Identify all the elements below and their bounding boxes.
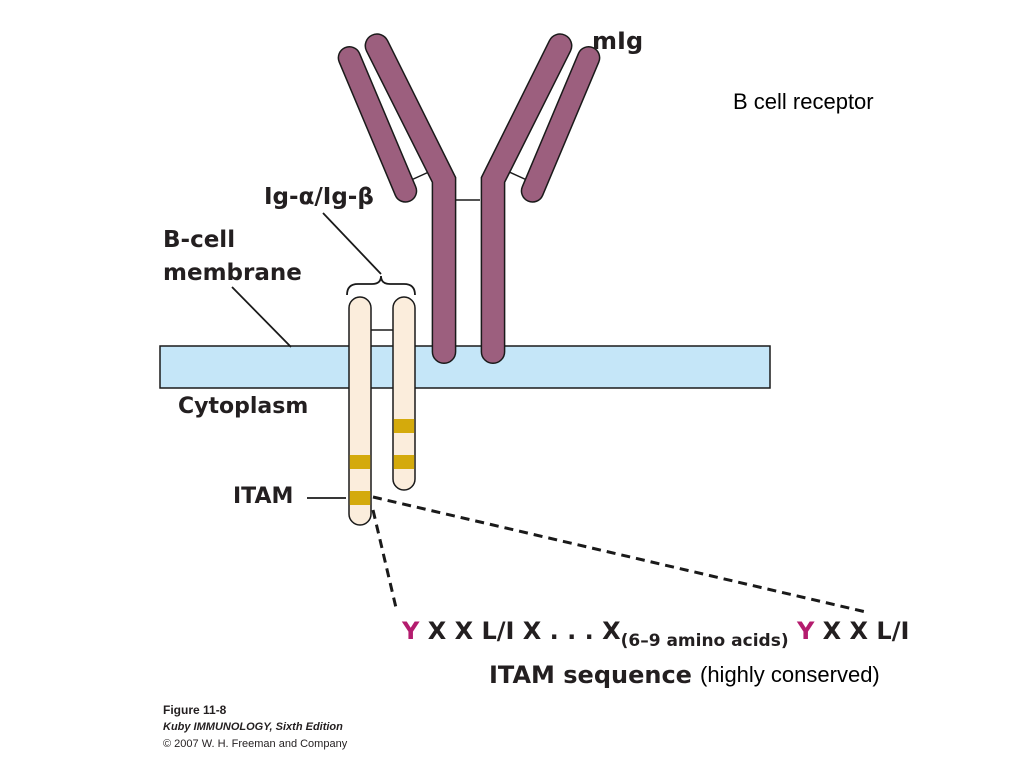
- leader-lines: [231, 212, 382, 499]
- figure-number: Figure 11-8: [163, 703, 227, 717]
- ig-beta-itam-motif-2: [393, 455, 415, 469]
- highly-conserved-note: (highly conserved): [700, 662, 880, 687]
- itam-sequence: Y X X L/I X . . . X(6–9 amino acids) Y X…: [402, 617, 910, 651]
- itam-sequence-part2: X X L/I: [814, 617, 910, 645]
- tyrosine-residue-1: Y: [402, 617, 420, 645]
- ig-beta-chain: [392, 296, 416, 491]
- mig-right-heavy-chain: [480, 33, 573, 364]
- itam-spacer-subscript: (6–9 amino acids): [620, 631, 789, 651]
- mig-label: mIg: [592, 27, 644, 55]
- b-cell-membrane-label: B-cell membrane: [163, 224, 302, 290]
- cytoplasm-label: Cytoplasm: [178, 394, 309, 419]
- ig-alpha-itam-motif-1: [349, 455, 371, 469]
- figure-credit: Figure 11-8 Kuby IMMUNOLOGY, Sixth Editi…: [163, 702, 347, 753]
- book-title: Kuby IMMUNOLOGY, Sixth Edition: [163, 721, 343, 733]
- mig-left-heavy-chain: [364, 33, 457, 364]
- ig-alpha-beta-brace: [346, 275, 416, 296]
- itam-zoom-lines: [371, 495, 867, 614]
- itam-sequence-part1: X X L/I X . . . X: [419, 617, 621, 645]
- mig-antibody: [337, 33, 601, 364]
- ig-beta-itam-motif-1: [393, 419, 415, 433]
- membrane-leader: [231, 286, 292, 348]
- itam-sequence-label: ITAM sequence: [489, 661, 692, 689]
- copyright-line: © 2007 W. H. Freeman and Company: [163, 738, 348, 750]
- page-title: B cell receptor: [733, 89, 874, 114]
- ig-alpha-itam-motif-2: [349, 491, 371, 505]
- itam-label: ITAM: [233, 484, 294, 509]
- mig-left-light-chain: [337, 46, 418, 203]
- tyrosine-residue-2: Y: [788, 617, 815, 645]
- itam-zoom-line-left: [371, 509, 399, 613]
- ig-alpha-beta-label: Ig-α/Ig-β: [264, 184, 374, 210]
- mig-right-light-chain: [520, 46, 601, 203]
- b-cell-label-line1: B-cell: [163, 227, 236, 253]
- ig-alpha-beta-leader: [322, 212, 382, 275]
- ig-alpha-beta-heterodimer: [348, 296, 416, 526]
- membrane-band: [159, 345, 771, 389]
- b-cell-label-line2: membrane: [163, 260, 302, 286]
- ig-alpha-chain: [348, 296, 372, 526]
- itam-zoom-line-right: [372, 495, 867, 614]
